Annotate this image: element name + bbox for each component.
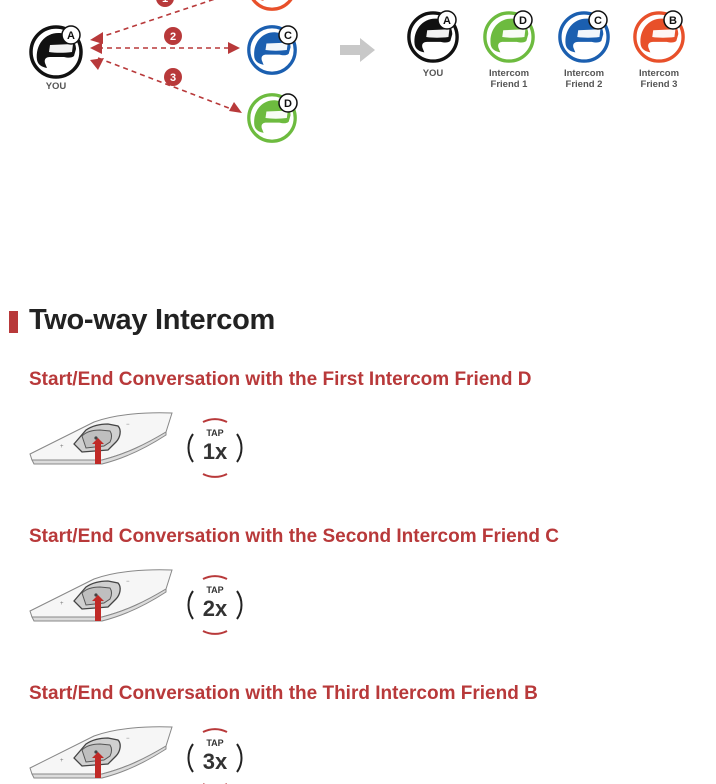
instruction-heading-friend-c: Start/End Conversation with the Second I…	[29, 526, 559, 547]
badge-friend-d-letter: D	[284, 98, 292, 110]
order-label-friend-2: Intercom Friend 2	[556, 68, 612, 90]
order-badge-friend-3-icon: B	[663, 10, 683, 30]
order-badge-friend-2-icon: C	[588, 10, 608, 30]
helmet-friend-b-icon	[247, 0, 297, 11]
badge-you-icon: A	[61, 25, 81, 45]
order-label-friend-3-line1: Intercom	[638, 68, 680, 79]
tap-2x-word: TAP	[206, 585, 224, 595]
tap-3x-indicator: TAP 3x	[185, 728, 249, 784]
step-3-icon: 3	[164, 68, 182, 86]
order-label-friend-1: Intercom Friend 1	[481, 68, 537, 90]
badge-you-letter: A	[67, 30, 75, 42]
tap-2x-count: 2x	[202, 596, 228, 621]
order-badge-friend-1-icon: D	[513, 10, 533, 30]
instruction-heading-friend-d: Start/End Conversation with the First In…	[29, 369, 532, 390]
step-3-number: 3	[170, 72, 176, 84]
section-accent-bar	[9, 311, 18, 333]
tap-1x-ring-icon	[187, 418, 243, 478]
order-badge-friend-1-letter: D	[519, 15, 527, 27]
order-badge-friend-3-letter: B	[669, 15, 677, 27]
order-badge-you-letter: A	[443, 15, 451, 27]
step-2-number: 2	[170, 31, 176, 43]
device-button-2-icon	[29, 569, 173, 622]
you-label: YOU	[45, 81, 67, 92]
tap-2x-ring-icon	[187, 575, 243, 635]
badge-friend-c-icon: C	[278, 25, 298, 45]
tap-1x-count: 1x	[202, 439, 228, 464]
device-button-3-icon	[29, 726, 173, 779]
diagram-connectors	[90, 0, 242, 113]
order-label-friend-1-line1: Intercom	[488, 68, 530, 79]
order-label-you-line1: YOU	[422, 68, 444, 79]
tap-1x-indicator: TAP 1x	[185, 418, 249, 478]
instruction-heading-friend-b: Start/End Conversation with the Third In…	[29, 683, 538, 704]
tap-1x-word: TAP	[206, 428, 224, 438]
tap-3x-ring-icon	[187, 728, 243, 784]
tap-3x-count: 3x	[202, 749, 228, 774]
step-1-number: 1	[162, 0, 168, 5]
order-label-you: YOU	[411, 68, 455, 79]
order-label-friend-3: Intercom Friend 3	[631, 68, 687, 90]
order-badge-friend-2-letter: C	[594, 15, 602, 27]
result-arrow-icon	[340, 38, 375, 62]
badge-friend-d-icon: D	[278, 93, 298, 113]
order-badge-you-icon: A	[437, 10, 457, 30]
order-label-friend-2-line1: Intercom	[563, 68, 605, 79]
tap-3x-word: TAP	[206, 738, 224, 748]
step-1-icon: 1	[156, 0, 174, 7]
order-label-friend-1-line2: Friend 1	[490, 79, 528, 90]
order-label-friend-2-line2: Friend 2	[565, 79, 603, 90]
order-label-friend-3-line2: Friend 3	[640, 79, 678, 90]
device-button-1-icon	[29, 412, 173, 465]
badge-friend-c-letter: C	[284, 30, 292, 42]
tap-2x-indicator: TAP 2x	[185, 575, 249, 635]
section-title: Two-way Intercom	[29, 304, 276, 336]
step-2-icon: 2	[164, 27, 182, 45]
